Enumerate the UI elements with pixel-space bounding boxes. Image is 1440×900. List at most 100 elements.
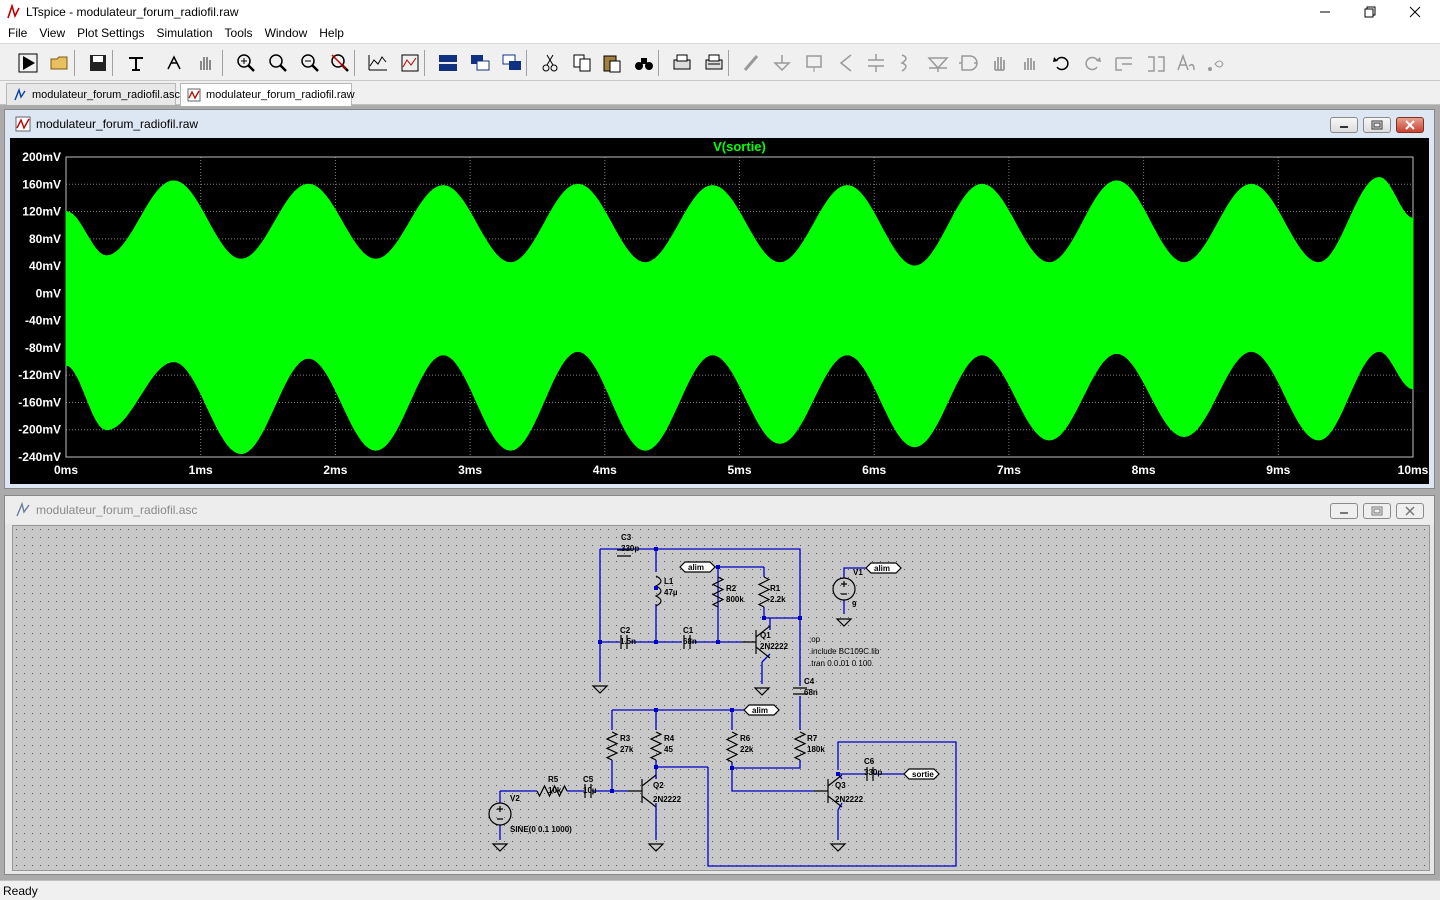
- menu-simulation[interactable]: Simulation: [156, 26, 213, 40]
- capacitor-symbol[interactable]: [617, 549, 631, 557]
- halt-icon[interactable]: [160, 50, 188, 76]
- schematic-text[interactable]: 2N2222: [835, 795, 864, 804]
- capacitor-symbol[interactable]: [793, 687, 807, 695]
- schematic-text[interactable]: 2N2222: [760, 642, 789, 651]
- transistor-symbol[interactable]: [742, 625, 771, 659]
- voltage-source-symbol[interactable]: [832, 577, 856, 601]
- print-icon[interactable]: [668, 50, 696, 76]
- schematic-text[interactable]: R6: [740, 734, 751, 743]
- resistor-symbol[interactable]: [536, 784, 568, 798]
- control-panel-icon[interactable]: [122, 50, 150, 76]
- schematic-text[interactable]: alim: [874, 564, 890, 573]
- schematic-text[interactable]: ;op: [809, 635, 821, 644]
- schematic-text[interactable]: R2: [726, 584, 737, 593]
- waveform-minimize-button[interactable]: [1330, 117, 1358, 133]
- zoom-fit-icon[interactable]: [264, 50, 292, 76]
- schematic-text[interactable]: SINE(0 0.1 1000): [510, 825, 572, 834]
- net-label[interactable]: [743, 704, 780, 716]
- paste-icon[interactable]: [598, 50, 626, 76]
- schematic-text[interactable]: 10µ: [583, 786, 597, 795]
- schematic-text[interactable]: 22k: [740, 745, 754, 754]
- capacitor-icon[interactable]: [862, 50, 890, 76]
- menu-window[interactable]: Window: [264, 26, 308, 40]
- tile-horizontal-icon[interactable]: [434, 50, 462, 76]
- trace-label[interactable]: V(sortie): [713, 139, 766, 154]
- resistor-symbol[interactable]: [793, 731, 807, 761]
- inductor-symbol[interactable]: [654, 575, 662, 607]
- zoom-cancel-icon[interactable]: [326, 50, 354, 76]
- label-net-icon[interactable]: [800, 50, 828, 76]
- wire[interactable]: [600, 548, 801, 618]
- plot-settings-icon[interactable]: [396, 50, 424, 76]
- wire[interactable]: [731, 762, 814, 792]
- zoom-out-icon[interactable]: [296, 50, 324, 76]
- schematic-text[interactable]: 68n: [683, 637, 697, 646]
- schematic-text[interactable]: .include BC109C.lib: [809, 647, 880, 656]
- schematic-text[interactable]: Q3: [835, 781, 846, 790]
- resistor-symbol[interactable]: [605, 731, 619, 761]
- wire[interactable]: [837, 802, 843, 811]
- drag-icon[interactable]: [1016, 50, 1044, 76]
- diode-icon[interactable]: [924, 50, 952, 76]
- cascade-icon[interactable]: [466, 50, 494, 76]
- resistor-symbol[interactable]: [711, 576, 725, 608]
- schematic-text[interactable]: R7: [807, 734, 818, 743]
- spice-directive-icon[interactable]: [1202, 50, 1230, 76]
- schematic-text[interactable]: C5: [583, 775, 594, 784]
- tab-waveform[interactable]: modulateur_forum_radiofil.raw: [180, 83, 355, 106]
- schematic-text[interactable]: V1: [853, 568, 863, 577]
- schematic-minimize-button[interactable]: [1330, 503, 1358, 519]
- schematic-text[interactable]: alim: [688, 563, 704, 572]
- menu-tools[interactable]: Tools: [224, 26, 253, 40]
- waveform-chart[interactable]: 200mV160mV120mV80mV40mV0mV-40mV-80mV-120…: [10, 138, 1429, 484]
- schematic-text[interactable]: C6: [864, 757, 875, 766]
- ground-icon[interactable]: [768, 50, 796, 76]
- schematic-restore-button[interactable]: [1363, 503, 1391, 519]
- mirror-icon[interactable]: [1142, 50, 1170, 76]
- menu-help[interactable]: Help: [319, 26, 344, 40]
- schematic-text[interactable]: C2: [620, 626, 631, 635]
- schematic-text[interactable]: 330p: [864, 768, 882, 777]
- tile-vertical-icon[interactable]: [498, 50, 526, 76]
- waveform-close-button[interactable]: [1396, 117, 1424, 133]
- transistor-symbol[interactable]: [814, 774, 843, 808]
- schematic-text[interactable]: Q2: [653, 781, 664, 790]
- wire[interactable]: [843, 567, 866, 578]
- schematic-text[interactable]: 1.5n: [620, 637, 636, 646]
- schematic-text[interactable]: R4: [664, 734, 675, 743]
- schematic-text[interactable]: 2N2222: [653, 795, 682, 804]
- move-icon[interactable]: [986, 50, 1014, 76]
- schematic-text[interactable]: 27k: [620, 745, 634, 754]
- voltage-source-symbol[interactable]: [488, 802, 512, 826]
- save-icon[interactable]: [84, 50, 112, 76]
- draw-wire-icon[interactable]: [738, 50, 766, 76]
- schematic-text[interactable]: 68n: [804, 688, 818, 697]
- schematic-text[interactable]: C3: [621, 533, 632, 542]
- resistor-icon[interactable]: [832, 50, 860, 76]
- menu-file[interactable]: File: [8, 26, 28, 40]
- close-icon[interactable]: [1392, 0, 1438, 24]
- net-label[interactable]: [865, 562, 902, 574]
- schematic-text[interactable]: C4: [804, 677, 815, 686]
- capacitor-symbol[interactable]: [683, 635, 691, 649]
- schematic-text[interactable]: C1: [683, 626, 694, 635]
- schematic-text[interactable]: L1: [664, 577, 674, 586]
- run-icon[interactable]: [14, 50, 42, 76]
- schematic-text[interactable]: R1: [770, 584, 781, 593]
- schematic-text[interactable]: R5: [548, 775, 559, 784]
- schematic-text[interactable]: 10k: [548, 786, 562, 795]
- schematic-text[interactable]: sortie: [912, 770, 934, 779]
- schematic-text[interactable]: 330p: [621, 544, 639, 553]
- wire[interactable]: [732, 760, 801, 769]
- tab-schematic[interactable]: modulateur_forum_radiofil.asc: [6, 83, 180, 105]
- autorange-icon[interactable]: [364, 50, 392, 76]
- transistor-symbol[interactable]: [628, 774, 657, 808]
- pan-hand-icon[interactable]: [192, 50, 220, 76]
- capacitor-symbol[interactable]: [866, 767, 874, 781]
- schematic-text[interactable]: 45: [664, 745, 673, 754]
- menu-view[interactable]: View: [39, 26, 66, 40]
- rotate-icon[interactable]: [1110, 50, 1138, 76]
- net-label[interactable]: [679, 561, 716, 573]
